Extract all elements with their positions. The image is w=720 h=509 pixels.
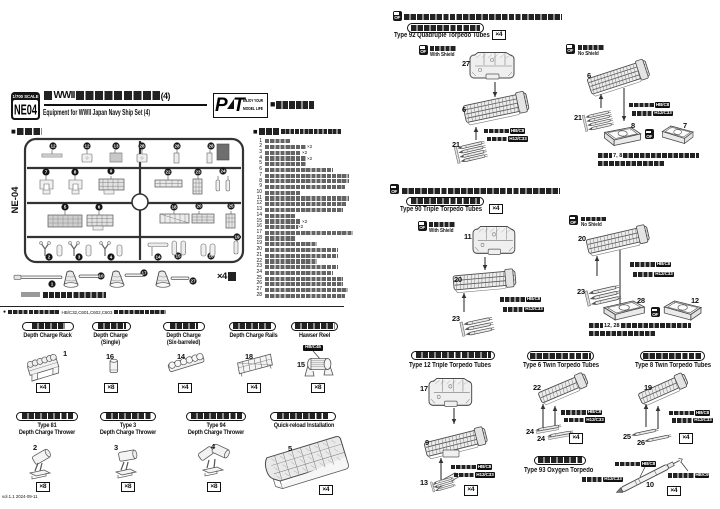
svg-text:20: 20 — [196, 204, 202, 209]
svg-text:12: 12 — [50, 144, 56, 149]
svg-text:ENJOY YOUR: ENJOY YOUR — [243, 98, 264, 103]
svg-text:22: 22 — [165, 170, 171, 175]
svg-text:17: 17 — [141, 271, 147, 276]
svg-text:2: 2 — [48, 255, 51, 260]
svg-text:5: 5 — [64, 205, 67, 210]
svg-text:28: 28 — [174, 144, 180, 149]
svg-text:P: P — [215, 95, 228, 116]
svg-text:28: 28 — [208, 144, 214, 149]
svg-text:28: 28 — [139, 144, 145, 149]
svg-text:10: 10 — [98, 274, 104, 279]
svg-text:12: 12 — [84, 144, 90, 149]
svg-text:18: 18 — [171, 205, 177, 210]
svg-text:4: 4 — [110, 255, 113, 260]
svg-text:NE-04: NE-04 — [10, 186, 21, 214]
svg-text:7: 7 — [45, 170, 48, 175]
svg-text:6: 6 — [98, 205, 101, 210]
svg-text:NE04: NE04 — [14, 103, 37, 119]
svg-text:T: T — [233, 95, 246, 116]
svg-text:9: 9 — [110, 169, 113, 174]
svg-text:25: 25 — [228, 204, 234, 209]
svg-text:3: 3 — [78, 255, 81, 260]
svg-text:14: 14 — [155, 255, 161, 260]
svg-text:13: 13 — [113, 144, 119, 149]
svg-text:1: 1 — [51, 282, 54, 287]
svg-text:23: 23 — [195, 170, 201, 175]
svg-text:27: 27 — [190, 279, 196, 284]
svg-text:19: 19 — [234, 235, 240, 240]
svg-text:MODEL LIFE: MODEL LIFE — [243, 106, 263, 111]
svg-text:15: 15 — [175, 254, 181, 259]
svg-text:8: 8 — [74, 170, 77, 175]
svg-text:24: 24 — [220, 169, 226, 174]
